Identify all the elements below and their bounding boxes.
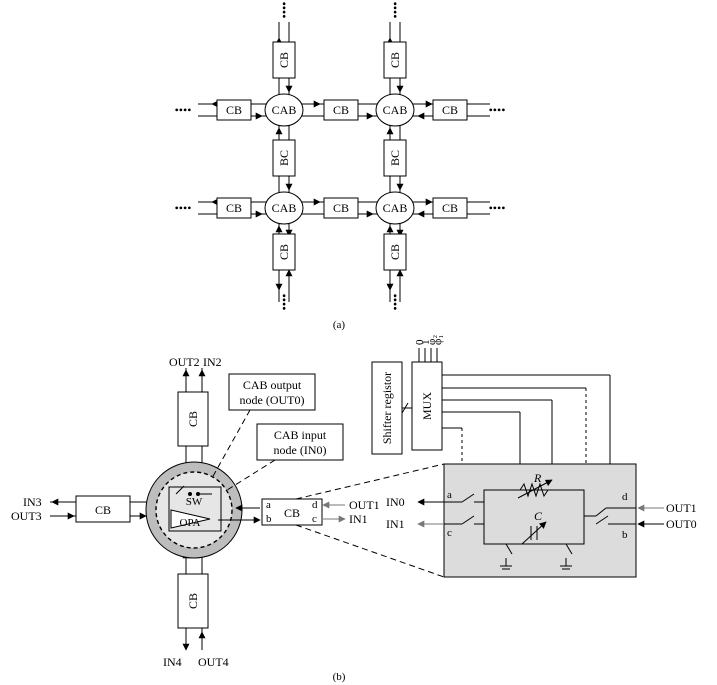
svg-text:CAB input: CAB input	[274, 428, 327, 442]
svg-text:MUX: MUX	[420, 392, 434, 420]
in1-zoom-label: IN1	[386, 517, 405, 531]
cab-node: CAB	[375, 93, 415, 127]
opa-label: OPA	[180, 517, 201, 529]
svg-text:CAB output: CAB output	[243, 378, 302, 392]
continuation-dots: ••••	[489, 103, 506, 117]
svg-text:CB: CB	[333, 103, 349, 117]
svg-text:CB: CB	[284, 506, 300, 520]
caption-a: (a)	[333, 319, 346, 331]
cb-top: CB	[177, 391, 209, 447]
svg-text:BC: BC	[388, 150, 402, 166]
cb-bottom: CB	[177, 573, 209, 629]
cb-box: CB	[432, 99, 468, 121]
cab-central: SW OPA	[145, 461, 261, 559]
cab-node: CAB	[375, 191, 415, 225]
svg-text:node (OUT0): node (OUT0)	[240, 393, 305, 407]
continuation-dots: ••••	[388, 2, 402, 19]
svg-text:CAB: CAB	[383, 103, 408, 117]
cb-box: CB	[216, 99, 252, 121]
out2-label: OUT2	[169, 355, 200, 369]
svg-text:CB: CB	[388, 244, 402, 260]
svg-text:CAB: CAB	[272, 103, 297, 117]
cb-box: CB	[323, 197, 359, 219]
svg-text:1: 1	[420, 340, 432, 346]
out0-label: OUT0	[666, 517, 697, 531]
out4-label: OUT4	[198, 655, 229, 669]
svg-text:d: d	[312, 499, 318, 511]
cb-box: CB	[272, 233, 296, 271]
in1-label: IN1	[349, 512, 368, 526]
svg-text:CB: CB	[95, 503, 111, 517]
in4-label: IN4	[163, 655, 182, 669]
svg-text:CB: CB	[388, 52, 402, 68]
svg-text:node (IN0): node (IN0)	[274, 443, 327, 457]
svg-text:CB: CB	[226, 201, 242, 215]
cb-left: CB	[75, 495, 131, 523]
svg-text:CB: CB	[333, 201, 349, 215]
svg-text:Shifter registor: Shifter registor	[380, 372, 394, 444]
svg-text:CB: CB	[186, 411, 200, 427]
cb-box: CB	[216, 197, 252, 219]
cb-box: CB	[323, 99, 359, 121]
continuation-dots: ••••	[277, 2, 291, 19]
cb-box: CB	[383, 233, 407, 271]
callout-input-node: CAB input node (IN0)	[256, 423, 344, 461]
callout-output-node: CAB output node (OUT0)	[228, 373, 316, 411]
svg-text:b: b	[266, 513, 272, 525]
cab-array-a: CB CB BC BC CB CB CB CB	[175, 2, 506, 331]
sw-label: SW	[186, 496, 203, 508]
bc-box: BC	[272, 139, 296, 177]
zoom-panel: a c R C	[443, 463, 637, 578]
continuation-dots: ••••	[489, 201, 506, 215]
svg-text:φ₁: φ₁	[432, 335, 444, 345]
in3-label: IN3	[23, 495, 42, 509]
svg-text:d: d	[622, 491, 628, 503]
svg-text:CB: CB	[277, 244, 291, 260]
continuation-dots: ••••	[277, 294, 291, 311]
out3-label: OUT3	[11, 509, 42, 523]
cab-detail-b: CB OUT2 IN2 CB IN4 OUT4 CB IN3 OUT3	[11, 335, 697, 683]
continuation-dots: ••••	[175, 103, 192, 117]
in2-label: IN2	[203, 355, 222, 369]
mux: MUX	[411, 361, 443, 451]
bc-box: BC	[383, 139, 407, 177]
svg-text:φ₂: φ₂	[426, 335, 438, 345]
out1-label: OUT1	[349, 498, 380, 512]
cb-box: CB	[432, 197, 468, 219]
cb-box: CB	[272, 41, 296, 79]
in0-label: IN0	[386, 495, 405, 509]
svg-text:CAB: CAB	[383, 201, 408, 215]
resistor-label: R	[533, 471, 542, 485]
cb-box: CB	[383, 41, 407, 79]
cb-right: a b CB d c	[261, 498, 323, 526]
caption-b: (b)	[333, 671, 346, 683]
svg-text:b: b	[622, 529, 628, 541]
svg-text:a: a	[447, 489, 452, 501]
svg-text:BC: BC	[277, 150, 291, 166]
svg-text:CB: CB	[186, 593, 200, 609]
svg-text:CB: CB	[442, 103, 458, 117]
cab-node: CAB	[264, 191, 304, 225]
svg-text:CB: CB	[226, 103, 242, 117]
cab-node: CAB	[264, 93, 304, 127]
capacitor-label: C	[534, 509, 543, 523]
svg-text:0: 0	[414, 339, 426, 345]
svg-text:c: c	[312, 513, 317, 525]
svg-text:c: c	[447, 527, 452, 539]
continuation-dots: ••••	[175, 201, 192, 215]
svg-text:CB: CB	[442, 201, 458, 215]
svg-text:CB: CB	[277, 52, 291, 68]
continuation-dots: ••••	[388, 294, 402, 311]
out1-zoom-label: OUT1	[666, 501, 697, 515]
svg-text:CAB: CAB	[272, 201, 297, 215]
svg-text:a: a	[266, 499, 271, 511]
shift-register: Shifter registor	[371, 361, 403, 455]
